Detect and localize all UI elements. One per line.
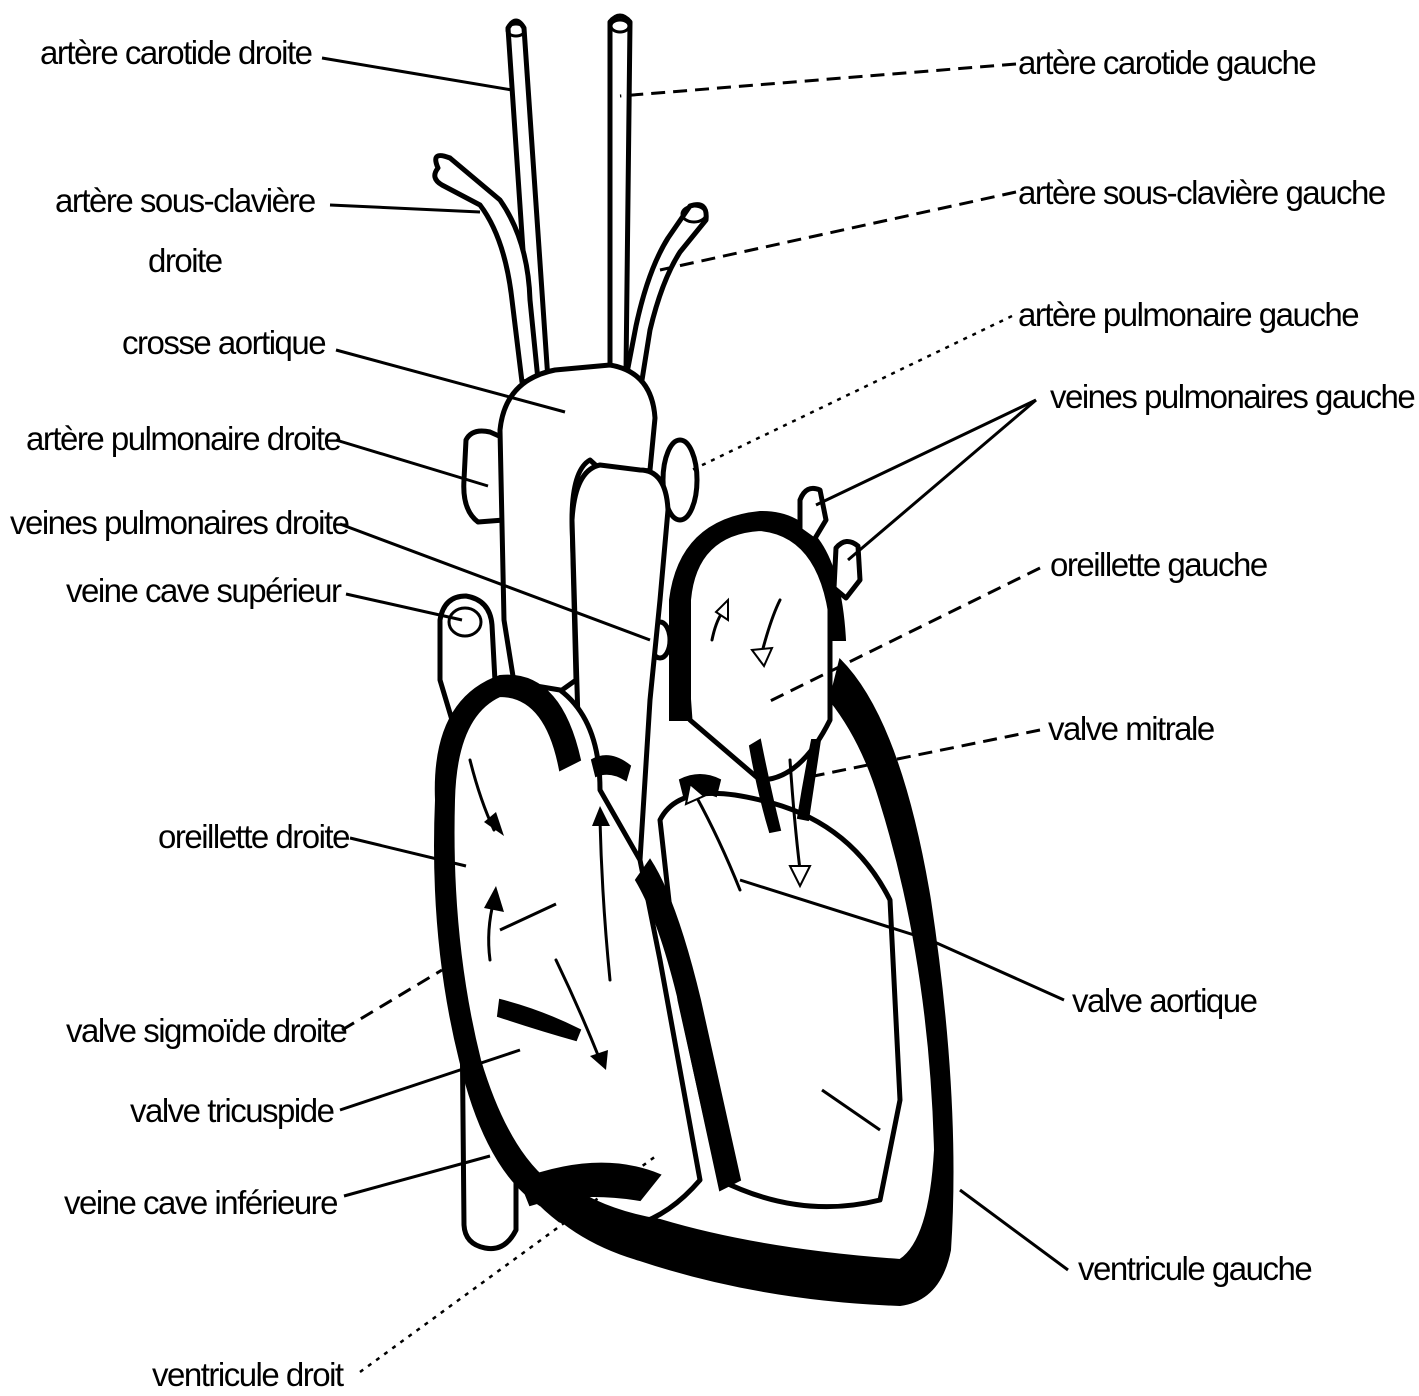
label-oreillette-droite: oreillette droite: [158, 818, 349, 855]
label-veine-cave-inferieure: veine cave inférieure: [64, 1184, 337, 1221]
label-veine-cave-superieur: veine cave supérieur: [66, 572, 342, 609]
leader-ventricule-gauche: [960, 1190, 1068, 1270]
label-pulmonaire-droite: artère pulmonaire droite: [26, 420, 340, 457]
label-carotide-gauche: artère carotide gauche: [1018, 44, 1315, 81]
label-veines-pulmonaires-droite: veines pulmonaires droite: [10, 504, 349, 541]
label-veines-pulmonaires-gauche: veines pulmonaires gauche: [1050, 378, 1414, 415]
label-valve-tricuspide: valve tricuspide: [130, 1092, 334, 1129]
left-subclavian-artery: [626, 205, 706, 380]
leader-carotide-droite: [322, 58, 512, 90]
heart-illustration: [435, 16, 953, 1305]
label-valve-aortique: valve aortique: [1072, 982, 1257, 1019]
leader-carotide-gauche: [620, 64, 1016, 96]
leader-pulmonaire-gauche: [692, 316, 1012, 470]
left-pulmonary-vein-2: [834, 541, 860, 598]
leader-veines-pulmonaires-gauche-2: [848, 400, 1036, 560]
label-sous-claviere-droite-2: droite: [148, 242, 222, 279]
label-ventricule-droit: ventricule droit: [152, 1356, 344, 1393]
label-sous-claviere-gauche: artère sous-clavière gauche: [1018, 174, 1385, 211]
leader-valve-mitrale: [804, 730, 1040, 778]
leader-valve-sigmoide-droite: [342, 970, 442, 1030]
label-ventricule-gauche: ventricule gauche: [1078, 1250, 1311, 1287]
leader-veines-pulmonaires-gauche-1: [816, 400, 1036, 505]
label-crosse-aortique: crosse aortique: [122, 324, 325, 361]
left-carotid-artery: [610, 16, 630, 372]
label-carotide-droite: artère carotide droite: [40, 34, 312, 71]
label-oreillette-gauche: oreillette gauche: [1050, 546, 1267, 583]
label-valve-sigmoide-droite: valve sigmoïde droite: [66, 1012, 346, 1049]
label-pulmonaire-gauche: artère pulmonaire gauche: [1018, 296, 1358, 333]
leader-sous-claviere-gauche: [660, 192, 1016, 270]
left-pulmonary-vein-1: [800, 488, 826, 540]
label-sous-claviere-droite-1: artère sous-clavière: [55, 182, 315, 219]
label-valve-mitrale: valve mitrale: [1048, 710, 1214, 747]
leader-sous-claviere-droite: [330, 205, 480, 212]
